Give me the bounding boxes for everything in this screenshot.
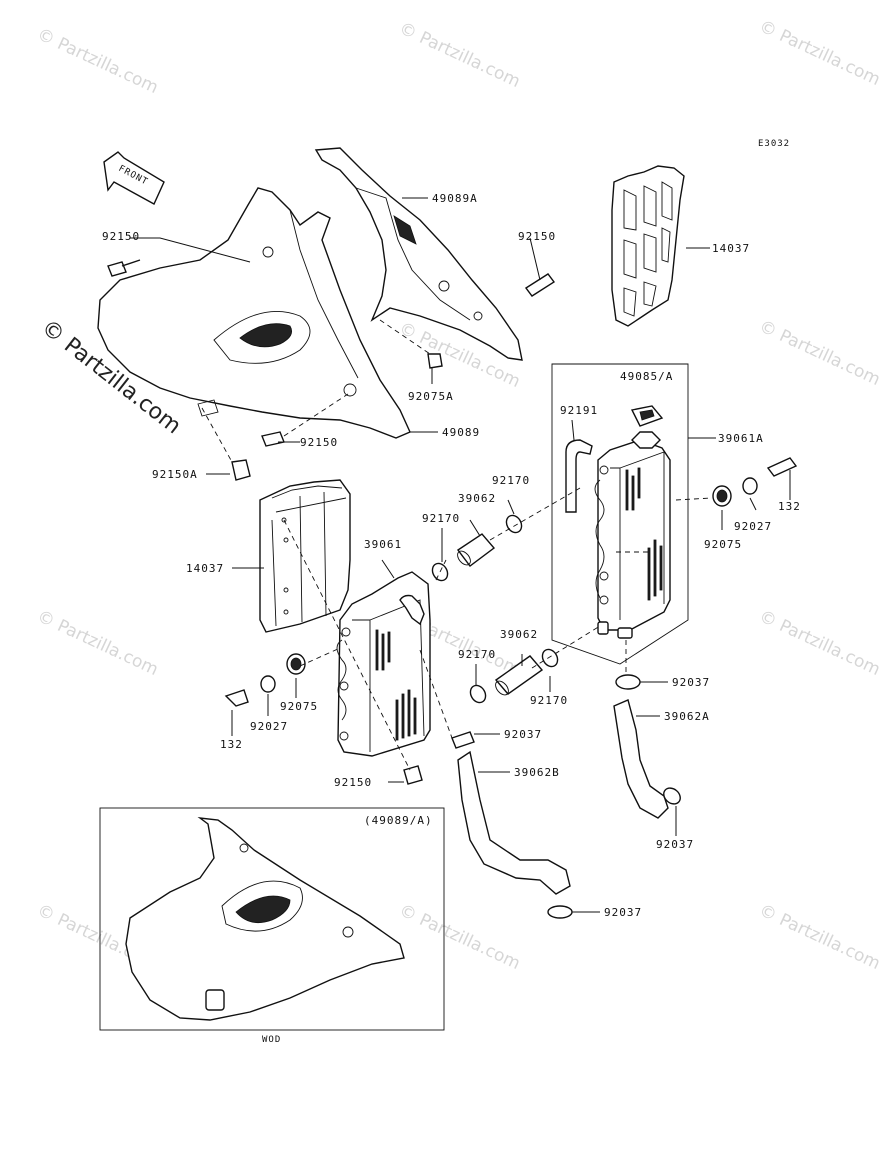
label-92037: 92037 xyxy=(672,676,710,689)
hose-92191 xyxy=(565,439,593,513)
label-14037: 14037 xyxy=(186,562,224,575)
label-49085a: 49085/A xyxy=(620,370,673,383)
watermark: © Partzilla.com xyxy=(756,316,883,390)
bolt-132 xyxy=(224,457,798,707)
leader-lines xyxy=(130,197,791,913)
watermark: © Partzilla.com xyxy=(34,24,161,98)
radiator-right xyxy=(594,431,671,639)
label-39062: 39062 xyxy=(500,628,538,641)
label-92170: 92170 xyxy=(492,474,530,487)
label-132: 132 xyxy=(778,500,801,513)
inset-caption: WOD xyxy=(262,1035,281,1045)
label-39061a: 39061A xyxy=(718,432,764,445)
watermark: © Partzilla.com xyxy=(756,900,883,974)
inset-box: (49089/A) WOD xyxy=(99,807,445,1045)
label-92075a: 92075A xyxy=(408,390,454,403)
grommet-92075 xyxy=(286,353,732,675)
label-39062a: 39062A xyxy=(664,710,710,723)
label-49089: 49089 xyxy=(442,426,480,439)
inset-label: (49089/A) xyxy=(364,814,433,827)
group-outline xyxy=(551,363,689,665)
cap-49085a xyxy=(630,405,664,427)
front-arrow-icon: FRONT xyxy=(103,151,165,205)
label-92027: 92027 xyxy=(734,520,772,533)
label-92027: 92027 xyxy=(250,720,288,733)
watermark: © Partzilla.com xyxy=(396,18,523,92)
watermark: © Partzilla.com xyxy=(756,16,883,90)
label-39062b: 39062B xyxy=(514,766,560,779)
radiator-shroud-left xyxy=(97,187,411,439)
clamp-92170 xyxy=(431,514,559,704)
label-49089a: 49089A xyxy=(432,192,478,205)
label-92191: 92191 xyxy=(560,404,598,417)
hose-39062a xyxy=(613,699,669,819)
label-92170: 92170 xyxy=(530,694,568,707)
label-92150: 92150 xyxy=(518,230,556,243)
label-92075: 92075 xyxy=(704,538,742,551)
watermark: © Partzilla.com xyxy=(34,606,161,680)
label-92170: 92170 xyxy=(422,512,460,525)
label-92170: 92170 xyxy=(458,648,496,661)
hose-39062b xyxy=(457,750,571,895)
label-39061: 39061 xyxy=(364,538,402,551)
hose-39062-middle xyxy=(494,655,544,696)
radiator-grille-right xyxy=(611,165,685,327)
label-92150: 92150 xyxy=(300,436,338,449)
collar-92027 xyxy=(260,477,758,693)
label-92037: 92037 xyxy=(504,728,542,741)
label-92150a: 92150A xyxy=(152,468,198,481)
radiator-shroud-right xyxy=(314,147,523,361)
diagram-code: E3032 xyxy=(758,139,790,149)
radiator-left xyxy=(336,571,431,757)
watermark: © Partzilla.com xyxy=(396,900,523,974)
clamp-92037 xyxy=(451,674,681,919)
label-92150: 92150 xyxy=(334,776,372,789)
part-labels: 49089A 92150 92150 14037 92075A 49089 92… xyxy=(102,192,801,919)
label-92037: 92037 xyxy=(604,906,642,919)
radiator-grille-left xyxy=(259,479,351,633)
label-14037: 14037 xyxy=(712,242,750,255)
label-92150: 92150 xyxy=(102,230,140,243)
watermark: © Partzilla.com xyxy=(756,606,883,680)
label-92075: 92075 xyxy=(280,700,318,713)
label-92037: 92037 xyxy=(656,838,694,851)
label-39062: 39062 xyxy=(458,492,496,505)
hose-39062-upper xyxy=(456,533,496,567)
label-132: 132 xyxy=(220,738,243,751)
bolt-92150 xyxy=(107,259,556,785)
